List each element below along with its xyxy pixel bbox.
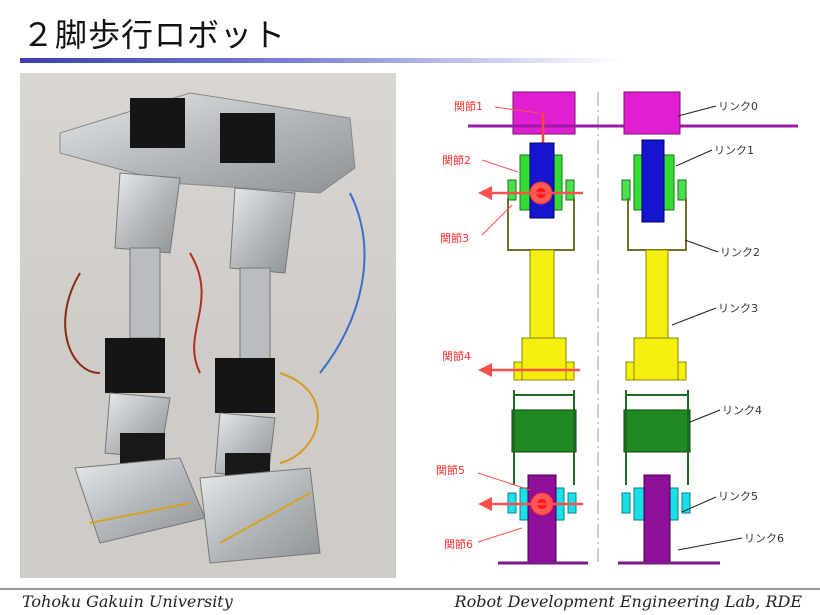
link6-purple-side — [643, 474, 671, 564]
link6-label: リンク6 — [744, 532, 784, 545]
robot-photo — [20, 73, 396, 578]
servo-left-knee — [105, 338, 165, 393]
link4-green-side — [623, 409, 691, 453]
link1-label: リンク1 — [714, 144, 754, 157]
link-joint-diagram: 関節1 関節2 関節3 関節4 関節5 関節6 リンク0 リンク1 リンク2 リ… — [436, 91, 798, 565]
link2-label: リンク2 — [720, 246, 760, 259]
joint3-label: 関節3 — [440, 231, 469, 245]
right-knee-bracket — [239, 267, 271, 364]
footer-divider — [0, 588, 820, 590]
servo-top-right — [220, 113, 275, 163]
link3-yellow-side — [645, 249, 669, 351]
right-foot — [199, 467, 321, 564]
footer-lab: Robot Development Engineering Lab, RDE — [454, 592, 802, 611]
link1-blue-front — [529, 142, 555, 219]
link4-green-front — [511, 409, 577, 453]
joint1-label: 関節1 — [454, 99, 483, 113]
link6-purple-front — [527, 474, 557, 564]
joint4-label: 関節4 — [442, 349, 471, 363]
link4-label: リンク4 — [722, 404, 762, 417]
footer-university: Tohoku Gakuin University — [22, 592, 233, 611]
joint2-label: 関節2 — [442, 153, 471, 167]
title-underline — [20, 58, 620, 63]
right-thigh — [229, 187, 296, 274]
link3-label: リンク3 — [718, 302, 758, 315]
servo-right-knee — [215, 358, 275, 413]
link0-block-side — [623, 91, 681, 135]
joint5-label: 関節5 — [436, 463, 465, 477]
servo-top-left — [130, 98, 185, 148]
link0-label: リンク0 — [718, 100, 758, 113]
left-thigh — [114, 172, 181, 254]
slide-title: ２脚歩行ロボット — [22, 16, 287, 54]
link5-label: リンク5 — [718, 490, 758, 503]
left-knee-bracket — [129, 247, 161, 339]
joint6-label: 関節6 — [444, 537, 473, 551]
link3-yellow-front — [529, 249, 555, 351]
side-view — [618, 91, 720, 565]
